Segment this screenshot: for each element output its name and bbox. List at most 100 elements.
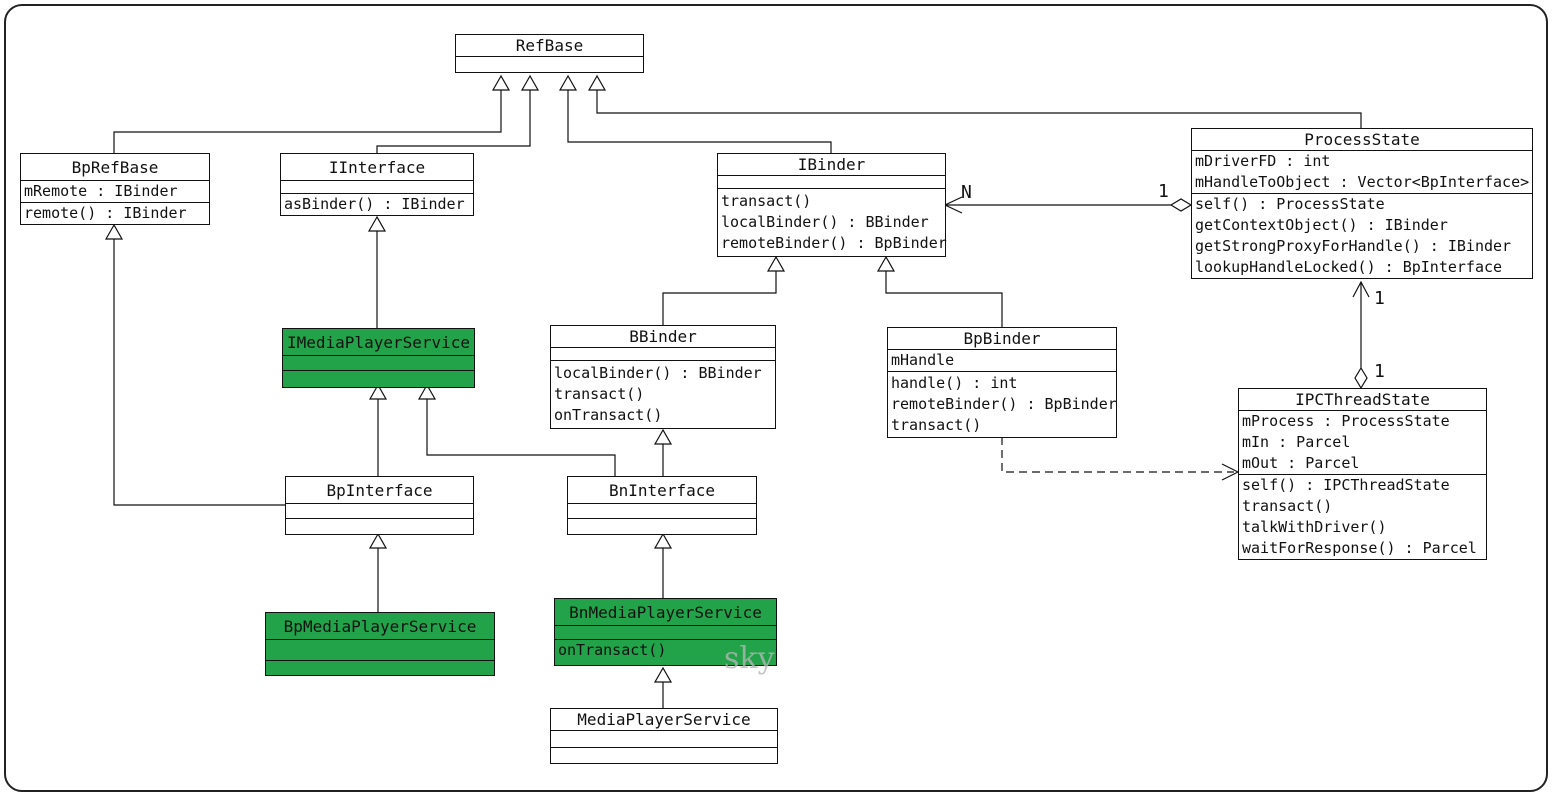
class-iinterface[interactable]: IInterface asBinder() : IBinder <box>280 153 474 216</box>
attributes-compartment <box>266 640 494 661</box>
class-title: BBinder <box>551 326 775 348</box>
method: remote() : IBinder <box>24 204 187 222</box>
attributes-compartment: mHandle <box>888 350 1116 372</box>
inheritance-triangle-icon <box>104 223 124 240</box>
open-arrowhead-icon <box>1352 280 1370 298</box>
methods-compartment: remote() : IBinder <box>21 203 209 224</box>
method: localBinder() : BBinder <box>554 364 762 382</box>
class-bpmediaplayerservice[interactable]: BpMediaPlayerService <box>265 612 495 676</box>
class-bbinder[interactable]: BBinder localBinder() : BBinder transact… <box>550 325 776 429</box>
class-mediaplayerservice[interactable]: MediaPlayerService <box>550 708 778 764</box>
inheritance-triangle-icon <box>653 428 673 445</box>
attribute: mDriverFD : int <box>1195 152 1331 170</box>
class-title: IBinder <box>718 154 945 176</box>
methods-compartment <box>266 661 494 675</box>
attribute: mOut : Parcel <box>1242 454 1360 472</box>
methods-compartment <box>286 519 473 534</box>
class-title: MediaPlayerService <box>551 709 777 731</box>
inheritance-triangle-icon <box>367 215 387 232</box>
attributes-compartment: mProcess : ProcessState mIn : Parcel mOu… <box>1239 411 1486 475</box>
methods-compartment <box>283 371 474 387</box>
attributes-compartment: mRemote : IBinder <box>21 181 209 203</box>
method: self() : ProcessState <box>1195 195 1385 213</box>
class-refbase[interactable]: RefBase <box>455 34 644 73</box>
connector-iinterface-refbase <box>376 90 531 153</box>
method: onTransact() <box>558 641 667 659</box>
connector-bbinder-ibinder <box>662 271 777 325</box>
methods-compartment: transact() localBinder() : BBinder remot… <box>718 189 947 256</box>
inheritance-triangle-icon <box>876 255 896 272</box>
class-bninterface[interactable]: BnInterface <box>567 476 757 535</box>
method: handle() : int <box>891 374 1018 392</box>
connector-ibinder-refbase <box>567 90 832 153</box>
inheritance-triangle-icon <box>766 255 786 272</box>
attributes-compartment <box>551 348 775 361</box>
attributes-compartment <box>551 731 777 748</box>
class-bprefbase[interactable]: BpRefBase mRemote : IBinder remote() : I… <box>20 153 210 225</box>
class-processstate[interactable]: ProcessState mDriverFD : int mHandleToOb… <box>1191 128 1533 279</box>
method: transact() <box>721 192 812 210</box>
method: lookupHandleLocked() : BpInterface <box>1195 258 1503 276</box>
attributes-compartment <box>456 57 643 72</box>
connector-processstate-refbase <box>596 90 1362 128</box>
method: remoteBinder() : BpBinder <box>721 234 947 252</box>
method: getContextObject() : IBinder <box>1195 216 1448 234</box>
class-title: IMediaPlayerService <box>283 329 474 356</box>
multiplicity-label: 1 <box>1158 181 1169 202</box>
method: onTransact() <box>554 406 663 424</box>
class-ipcthreadstate[interactable]: IPCThreadState mProcess : ProcessState m… <box>1238 388 1487 560</box>
methods-compartment <box>551 748 777 763</box>
inheritance-triangle-icon <box>368 383 388 400</box>
methods-compartment: self() : ProcessState getContextObject()… <box>1192 194 1532 278</box>
class-bpbinder[interactable]: BpBinder mHandle handle() : int remoteBi… <box>887 327 1117 438</box>
method: remoteBinder() : BpBinder <box>891 395 1117 413</box>
class-bpinterface[interactable]: BpInterface <box>285 476 474 535</box>
class-title: BpInterface <box>286 477 473 504</box>
class-imediaplayerservice[interactable]: IMediaPlayerService <box>282 328 475 388</box>
class-title: IPCThreadState <box>1239 389 1486 411</box>
method: getStrongProxyForHandle() : IBinder <box>1195 237 1512 255</box>
inheritance-triangle-icon <box>491 74 511 91</box>
class-title: ProcessState <box>1192 129 1532 151</box>
multiplicity-label: N <box>961 182 972 203</box>
method: self() : IPCThreadState <box>1242 476 1450 494</box>
inheritance-triangle-icon <box>587 74 607 91</box>
methods-compartment: self() : IPCThreadState transact() talkW… <box>1239 475 1486 559</box>
class-title: BpRefBase <box>21 154 209 181</box>
method: transact() <box>554 385 645 403</box>
class-title: BnInterface <box>568 477 756 504</box>
attributes-compartment <box>281 181 473 194</box>
class-bnmediaplayerservice[interactable]: BnMediaPlayerService onTransact() <box>554 598 777 666</box>
methods-compartment: localBinder() : BBinder transact() onTra… <box>551 361 775 428</box>
inheritance-triangle-icon <box>653 532 673 549</box>
attribute: mIn : Parcel <box>1242 433 1351 451</box>
dependency-dashed-line-bpbinder-ipc <box>1001 437 1234 473</box>
inheritance-triangle-icon <box>520 74 540 91</box>
class-title: RefBase <box>456 35 643 57</box>
methods-compartment: onTransact() <box>555 640 776 665</box>
class-title: BpBinder <box>888 328 1116 350</box>
inheritance-triangle-icon <box>558 74 578 91</box>
connector-bpbinder-ibinder <box>885 271 1003 327</box>
methods-compartment: handle() : int remoteBinder() : BpBinder… <box>888 372 1117 437</box>
attributes-compartment: mDriverFD : int mHandleToObject : Vector… <box>1192 151 1532 194</box>
aggregation-diamond-icon <box>1169 198 1193 212</box>
attributes-compartment <box>718 176 945 189</box>
class-title: BpMediaPlayerService <box>266 613 494 640</box>
multiplicity-label: 1 <box>1374 361 1385 382</box>
connector-bninterface-imps <box>426 399 616 476</box>
inheritance-triangle-icon <box>417 383 437 400</box>
attributes-compartment <box>283 356 474 371</box>
attribute: mHandleToObject : Vector<BpInterface> <box>1195 173 1530 191</box>
inheritance-triangle-icon <box>368 532 388 549</box>
attributes-compartment <box>286 504 473 519</box>
connector-bpinterface-bprefbase <box>113 239 285 506</box>
attributes-compartment <box>568 504 756 519</box>
attribute: mRemote : IBinder <box>24 182 178 200</box>
class-ibinder[interactable]: IBinder transact() localBinder() : BBind… <box>717 153 947 257</box>
class-title: IInterface <box>281 154 473 181</box>
aggregation-diamond-icon <box>1354 366 1368 390</box>
attribute: mHandle <box>891 351 955 369</box>
